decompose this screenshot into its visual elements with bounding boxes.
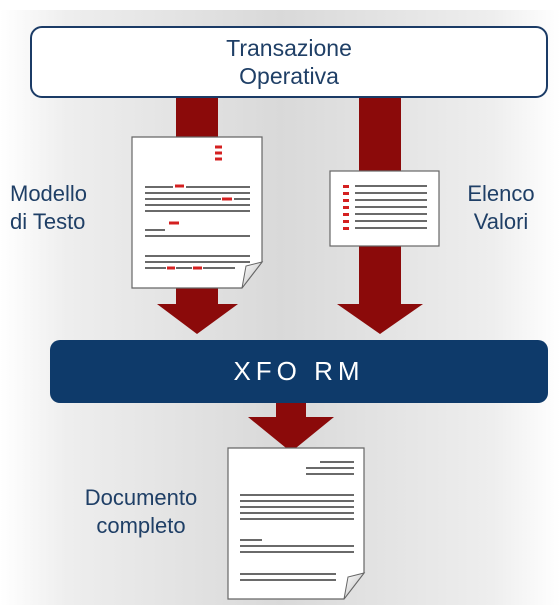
template-label: Modello di Testo xyxy=(10,180,87,236)
arrow-values-to-xform xyxy=(337,298,423,334)
template-document-icon xyxy=(131,136,264,289)
xform-label: XFO RM xyxy=(233,356,365,386)
transaction-box-line1: Transazione xyxy=(226,35,352,61)
values-list-icon xyxy=(329,170,440,247)
template-label-line2: di Testo xyxy=(10,209,86,234)
output-label-line1: Documento xyxy=(84,485,198,510)
arrow-xform-to-output xyxy=(248,403,334,452)
output-label-line2: completo xyxy=(96,513,186,538)
transaction-box: Transazione Operativa xyxy=(30,26,548,98)
xform-bar: XFO RM xyxy=(50,340,548,403)
output-document-icon xyxy=(227,447,366,600)
values-label: Elenco Valori xyxy=(456,180,546,236)
values-label-line2: Valori xyxy=(473,209,529,234)
values-label-line1: Elenco xyxy=(467,181,535,206)
output-label: Documento completo xyxy=(66,484,216,540)
template-label-line1: Modello xyxy=(10,181,88,206)
arrow-template-to-xform xyxy=(157,288,238,334)
transaction-box-line2: Operativa xyxy=(239,63,339,89)
